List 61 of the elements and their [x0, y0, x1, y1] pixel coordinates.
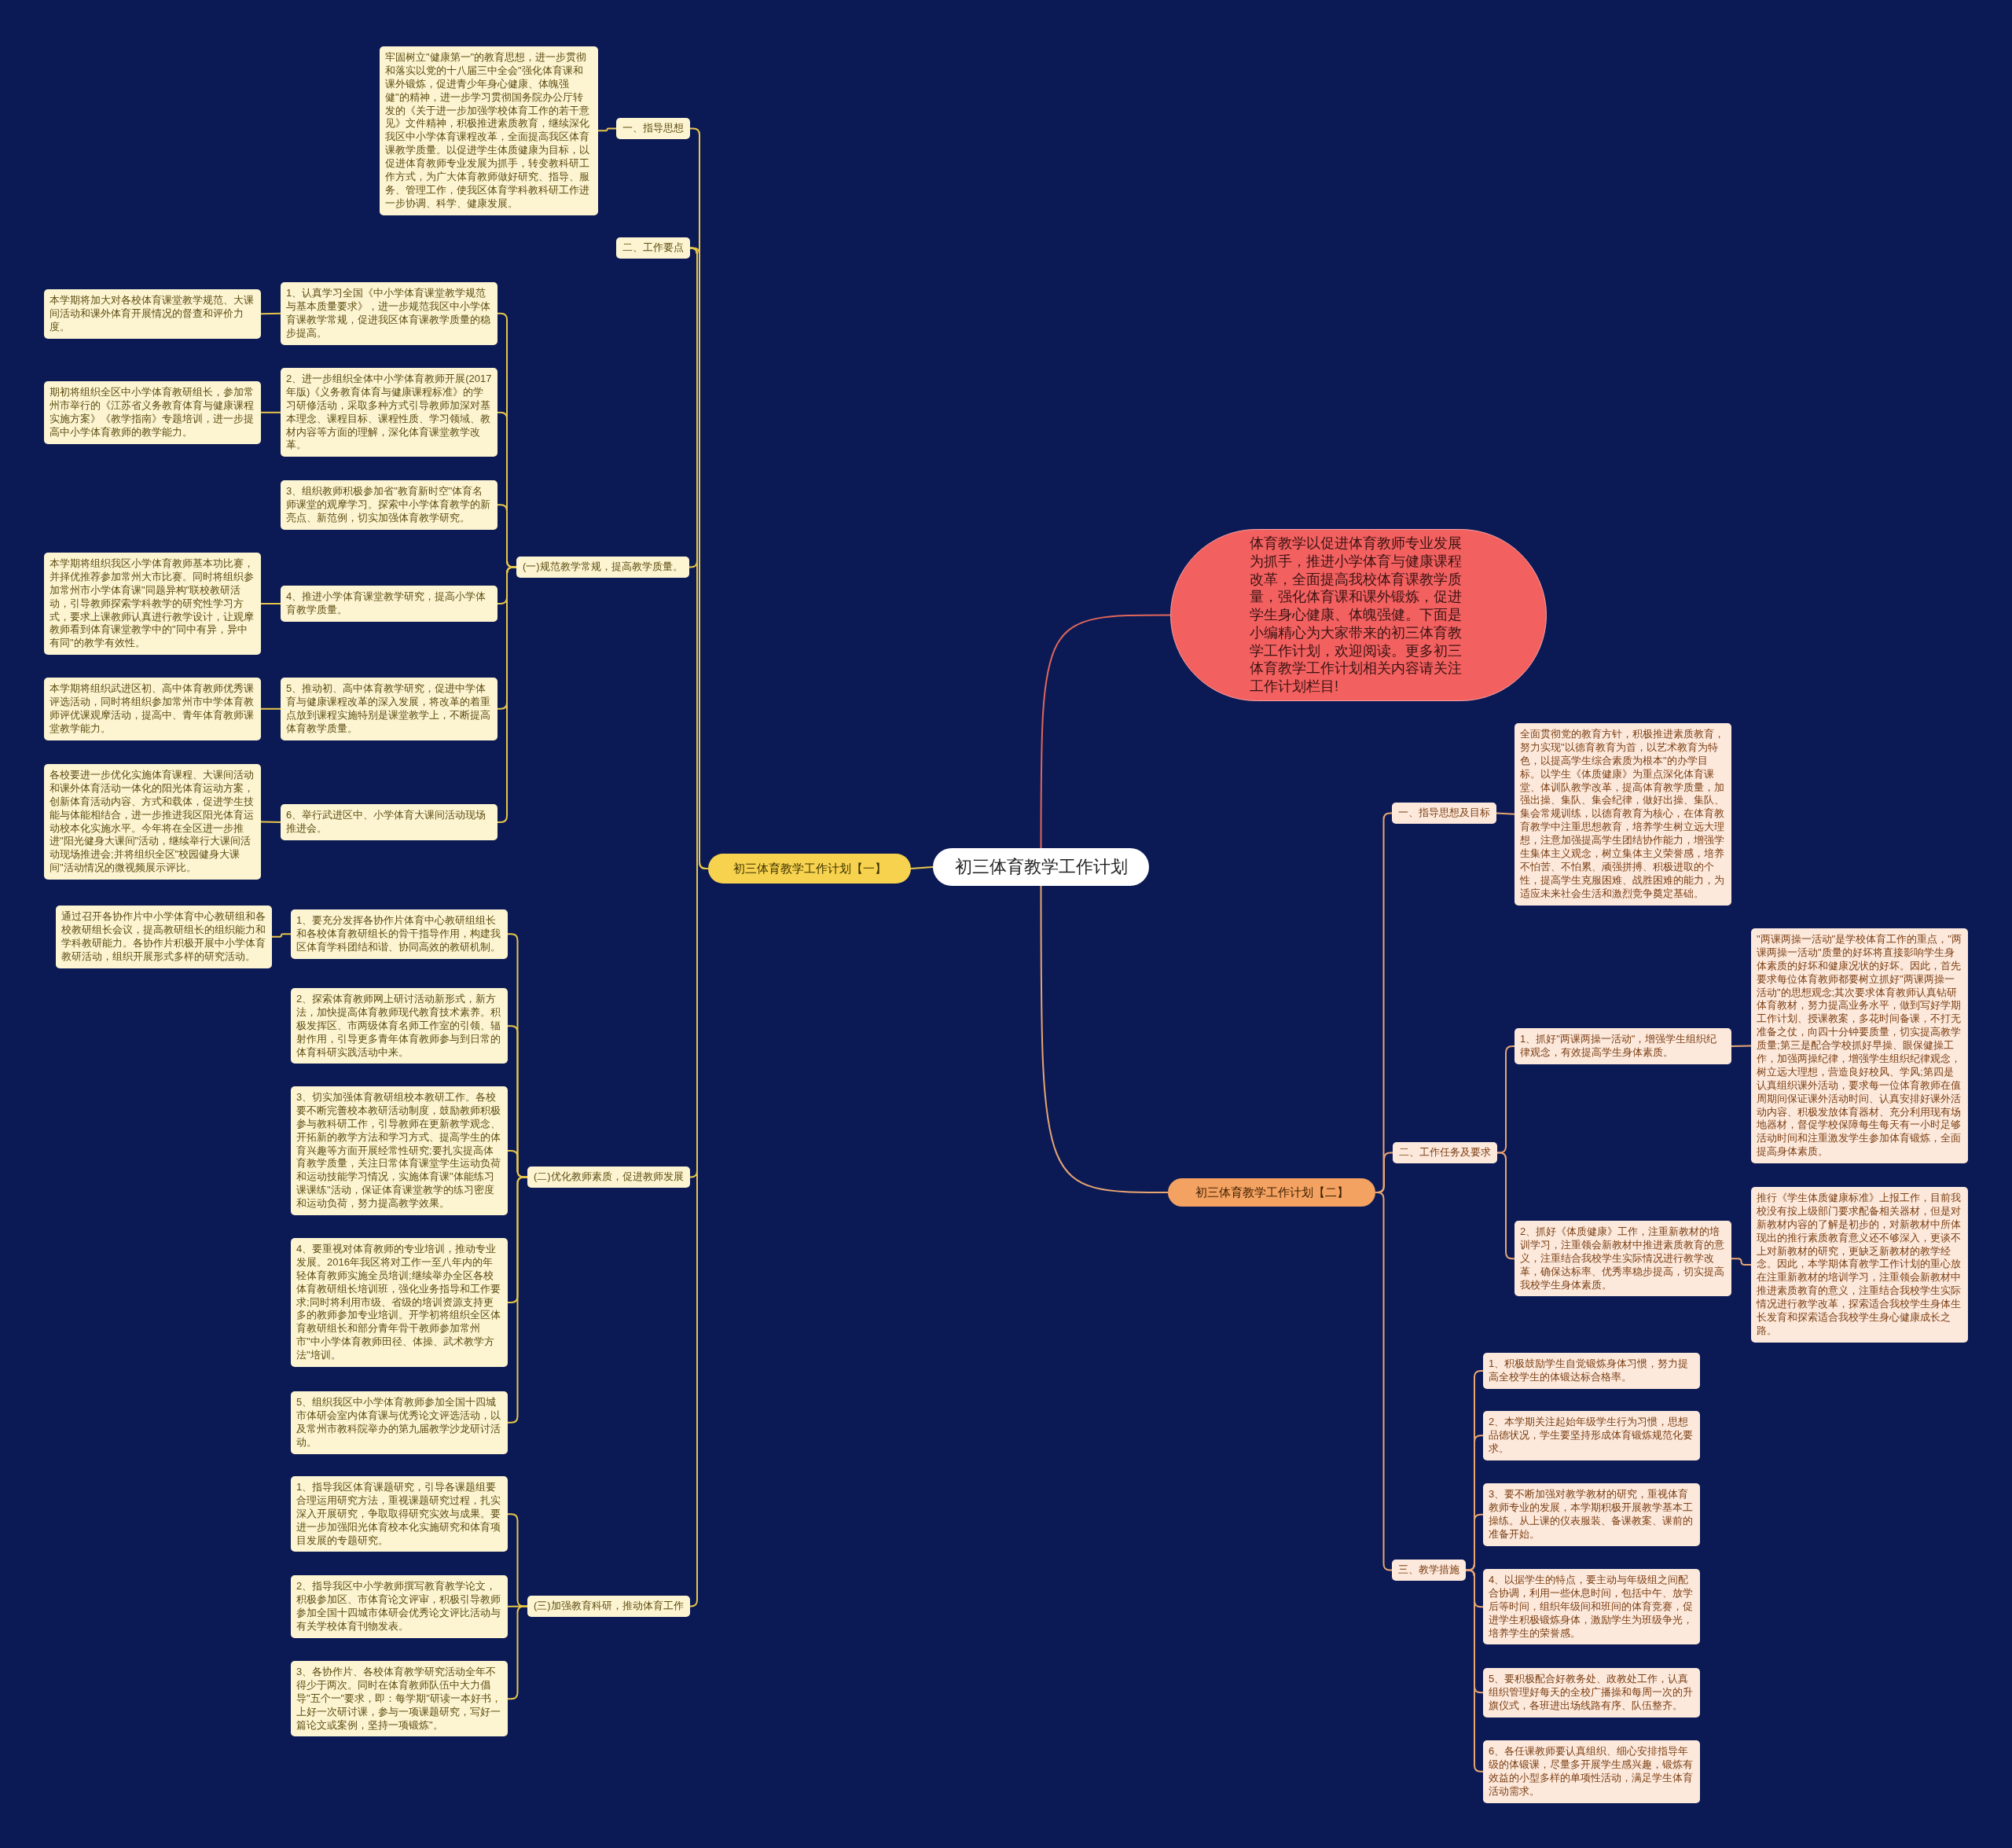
subtopic-box: 二、工作要点: [616, 237, 690, 259]
connector: [1040, 614, 1171, 849]
text-card: 4、以据学生的特点，要主动与年级组之间配合协调，利用一些休息时间，包括中午、放学后等时间，组织年级间和班间的体育竞赛，促进学生积极锻炼身体，激励学生为班级争光，培养学生的荣誉感。: [1483, 1569, 1700, 1645]
connector: [260, 707, 281, 710]
connector: [1496, 1152, 1515, 1260]
text-card: 期初将组织全区中小学体育教研组长，参加常州市举行的《江苏省义务教育体育与健康课程实施方案》《教学指南》专题培训，进一步提高中小学体育教师的教学能力。: [44, 381, 261, 444]
subtopic-box: (三)加强教育科研，推动体育工作: [527, 1596, 690, 1617]
connector: [1731, 1258, 1752, 1266]
connector: [271, 933, 292, 938]
text-card: 5、组织我区中小学体育教师参加全国十四城市体研会室内体育课与优秀论文评选活动，以及常州市教科院举办的第九届教学沙龙研讨活动。: [291, 1391, 508, 1454]
text-card: 3、组织教师积极参加省"教育新时空"体育名师课堂的观摩学习。探索中小学体育教学的新亮点、新范例，切实加强体育教学研究。: [281, 480, 497, 530]
subtopic-box: (二)优化教师素质，促进教师发展: [527, 1166, 690, 1188]
text-card: 1、指导我区体育课题研究，引导各课题组要合理运用研究方法，重视课题研究过程，扎实深入开展研究，争取取得研究实效与成果。要进一步加强阳光体育校本化实施研究和体育项目发展的专题研究。: [291, 1476, 508, 1552]
text-card: 牢固树立"健康第一"的教育思想，进一步贯彻和落实以党的十八届三中全会"强化体育课和课外锻炼，促进青少年身心健康、体魄强健"的精神，进一步学习贯彻国务院办公厅转发的《关于进一步加强学校体育工作的若干意见》文件精神，积极推进素质教育，继续深化我区中小学体育课程改革，全面提高我区体育课教学质量。以促进学生体质健康为目标，以促进体育教师专业发展为抓手，转变教科研工作方式，为广大体育教师做好研究、指导、服务、管理工作，使我区体育学科教科研工作进一步协调、科学、健康发展。: [380, 46, 598, 215]
text-card: 5、要积极配合好教务处、政教处工作，认真组织管理好每天的全校广播操和每周一次的升旗仪式，各班进出场线路有序、队伍整齐。: [1483, 1668, 1700, 1718]
text-card: 2、指导我区中小学教师撰写教育教学论文，积极参加区、市体育论文评审，积极引导教师参加全国十四城市体研会优秀论文评比活动与有关学校体育刊物发表。: [291, 1575, 508, 1638]
connector: [260, 821, 281, 823]
branch-topic: 初三体育教学工作计划【一】: [708, 854, 911, 884]
text-card: "两课两操一活动"是学校体育工作的重点，"两课两操一活动"质量的好坏将直接影响学生身体素质的好坏和健康况状的好坏。因此，首先要求每位体育教师都要树立抓好"两课两操一活动"的思想观念;其次要求体育教师认真钻研体育教材，努力提高业务水平，做到写好学期工作计划、授课教案，多花时间备课，不打无准备之仗，向四十分钟要质量，切实提高教学质量;第三是配合学校抓好早操、眼保健操工作，加强两操纪律，增强学生组织纪律观念，树立远大理想，营造良好校风、学风;第四是认真组织课外活动，要求每一位体育教师在值周期间保证课外活动时间、认真安排好课外活动内容、积极发放体育器材、充分利用现有场地器材，督促学校保障每生每天有一小时足够活动时间和注重激发学生参加体育锻炼，全面提高身体素质。: [1751, 928, 1968, 1164]
text-card: 2、进一步组织全体中小学体育教师开展(2017年版)《义务教育体育与健康课程标准》的学习研修活动，采取多种方式引导教师加深对基本理念、课程目标、课程性质、学习领域、教材内容等方面的理解，深化体育课堂教学改革。: [281, 368, 497, 457]
central-topic: 初三体育教学工作计划: [933, 848, 1149, 886]
text-card: 1、积极鼓励学生自觉锻炼身体习惯，努力提高全校学生的体锻达标合格率。: [1483, 1353, 1700, 1389]
subtopic-box: 一、指导思想: [616, 118, 690, 139]
text-card: 3、切实加强体育教研组校本教研工作。各校要不断完善校本教研活动制度，鼓励教师积极参与教科研工作，引导教师在更新教学观念、开拓新的教学方法和学习方式、提高学生的体育兴趣等方面开展经常性研究;要扎实提高体育教学质量，关注日常体育课堂学生运动负荷和运动技能学习情况，实施体育课"体能练习课课练"活动，保证体育课堂教学的练习密度和运动负荷，努力提高教学效果。: [291, 1086, 508, 1215]
text-card: 3、要不断加强对教学教材的研究，重视体育教师专业的发展，本学期积极开展教学基本工操练。从上课的仪表服装、备课教案、课前的准备开始。: [1483, 1483, 1700, 1546]
text-card: 通过召开各协作片中小学体育中心教研组和各校教研组长会议，提高教研组长的组织能力和学科教研能力。各协作片积极开展中小学体育教研活动，组织开展形式多样的研究活动。: [56, 906, 272, 968]
text-card: 3、各协作片、各校体育教学研究活动全年不得少于两次。同时在体育教师队伍中大力倡导"五个一"要求，即：每学期"研读一本好书，上好一次研讨课，参与一项课题研究，写好一篇论文或案例，坚持一项锻炼"。: [291, 1661, 508, 1737]
connector: [260, 312, 281, 315]
subtopic-box: 二、工作任务及要求: [1393, 1142, 1497, 1163]
text-card: 全面贯彻党的教育方针，积极推进素质教育，努力实现"以德育教育为首，以艺术教育为特色，以提高学生综合素质为根本"的办学目标。以学生《体质健康》为重点深化体育课堂、体训队教学改革，提高体育教学质量，加强出操、集队、集会纪律，做好出操、集队、集会常规训练，以德育教育为核心，在体育教育教学中注重思想教育，培养学生树立远大理想，注意加强提高学生团结协作能力，增强学生集体主义观念，树立集体主义荣誉感，培养不怕苦、不怕累、顽强拼搏、积极进取的个性，提高学生克服困难、战胜困难的能力，为适应未来社会生活和激烈竞争奠定基础。: [1515, 723, 1731, 906]
text-card: 2、抓好《体质健康》工作，注重新教材的培训学习，注重领会新教材中推进素质教育的意义，注重结合我校学生实际情况进行教学改革，确保达标率、优秀率稳步提高，切实提高我校学生身体素质。: [1515, 1221, 1731, 1297]
intro-bubble: 体育教学以促进体育教师专业发展为抓手，推进小学体育与健康课程改革，全面提高我校体育课教学质量，强化体育课和课外锻炼，促进学生身心健康、体魄强健。下面是小编精心为大家带来的初三体育教学工作计划，欢迎阅读。更多初三体育教学工作计划相关内容请关注工作计划栏目!: [1170, 529, 1547, 701]
subtopic-box: 一、指导思想及目标: [1392, 803, 1496, 824]
branch-topic: 初三体育教学工作计划【二】: [1168, 1178, 1375, 1207]
text-card: 1、抓好"两课两操一活动"，增强学生组织纪律观念，有效提高学生身体素质。: [1515, 1028, 1731, 1064]
connector: [910, 866, 934, 869]
subtopic-box: (一)规范教学常规，提高教学质量。: [516, 557, 689, 578]
text-card: 2、本学期关注起始年级学生行为习惯，思想品德状况，学生要坚持形成体育锻炼规范化要求。: [1483, 1411, 1700, 1460]
connector: [497, 566, 517, 823]
subtopic-box: 三、教学措施: [1392, 1560, 1466, 1581]
text-card: 推行《学生体质健康标准》上报工作，目前我校没有按上级部门要求配备相关器材，但是对新教材内容的了解是初步的，对新教材中所体现出的推行素质教育意义还不够深入，更谈不上对新教材的研究，更缺乏新教材的教学经念。因此，本学期体育教学工作计划的重心放在注重新教材的培训学习，注重领会新教材中推进素质教育的意义，注重结合我校学生实际情况进行教学改革，探索适合我校学生身体生长发育和探索适合我校学生身心健康成长之路。: [1751, 1187, 1968, 1343]
text-card: 6、各任课教师要认真组织、细心安排指导年级的体锻课，尽量多开展学生感兴趣，锻炼有效益的小型多样的单项性活动，满足学生体育活动需求。: [1483, 1740, 1700, 1803]
text-card: 1、认真学习全国《中小学体育课堂教学规范与基本质量要求》，进一步规范我区中小学体育课教学常规，促进我区体育课教学质量的稳步提高。: [281, 282, 497, 345]
text-card: 4、推进小学体育课堂教学研究，提高小学体育教学质量。: [281, 586, 497, 622]
text-card: 1、要充分发挥各协作片体育中心教研组组长和各校体育教研组长的骨干指导作用，构建我区体育学科团结和谐、协同高效的教研机制。: [291, 909, 508, 959]
text-card: 4、要重视对体育教师的专业培训，推动专业发展。2016年我区将对工作一至八年内的年轻体育教师实施全员培训;继续举办全区各校体育教研组长培训班，强化业务指导和工作要求;同时将利用市级、省级的培训资源支持更多的教师参加专业培训。开学初将组织全区体育教研组长和部分青年骨干教师参加常州市"中小学体育教师田径、体操、武术教学方法"培训。: [291, 1238, 508, 1367]
connector: [1040, 885, 1169, 1193]
text-card: 本学期将组织我区小学体育教师基本功比赛，并择优推荐参加常州大市比赛。同时将组织参加常州市小学体育课"同题异构"联校教研活动，引导教师探索学科教学的研究性学习方式，要求上课教师认真进行教学设计，让观摩教师看到体育课堂教学中的"同中有异，异中有同"的教学有效性。: [44, 553, 261, 656]
connector: [1496, 812, 1515, 815]
connector: [597, 127, 617, 132]
connector: [688, 247, 698, 1607]
connector: [260, 411, 281, 413]
text-card: 本学期将组织武进区初、高中体育教师优秀课评选活动，同时将组织参加常州市中学体育教师评优课观摩活动，提高中、青年体育教师课堂教学能力。: [44, 678, 261, 740]
text-card: 本学期将加大对各校体育课堂教学规范、大课间活动和课外体育开展情况的督查和评价力度。: [44, 289, 261, 339]
connector: [1731, 1045, 1752, 1047]
text-card: 2、探索体育教师网上研讨活动新形式，新方法，加快提高体育教师现代教育技术素养。积极发挥区、市两级体育名师工作室的引领、辐射作用，引导更多青年体育教师参与到日常的体育科研实践活动中来。: [291, 988, 508, 1064]
connector: [1465, 1569, 1484, 1773]
text-card: 各校要进一步优化实施体育课程、大课间活动和课外体育活动一体化的阳光体育运动方案，创新体育活动内容、方式和载体，促进学生技能与体能相结合，进一步推进我区阳光体育运动校本化实施水平。今年将在全区进一步推进"阳光健身大课间"活动，继续举行大课间活动现场推进会;并将组织全区"校园健身大课间"活动情况的微视频展示评比。: [44, 764, 261, 880]
text-card: 5、推动初、高中体育教学研究，促进中学体育与健康课程改革的深入发展，将改革的着重点放到课程实施特别是课堂教学上，不断提高体育教学质量。: [281, 678, 497, 740]
text-card: 6、举行武进区中、小学体育大课间活动现场推进会。: [281, 804, 497, 840]
connector: [260, 602, 281, 605]
